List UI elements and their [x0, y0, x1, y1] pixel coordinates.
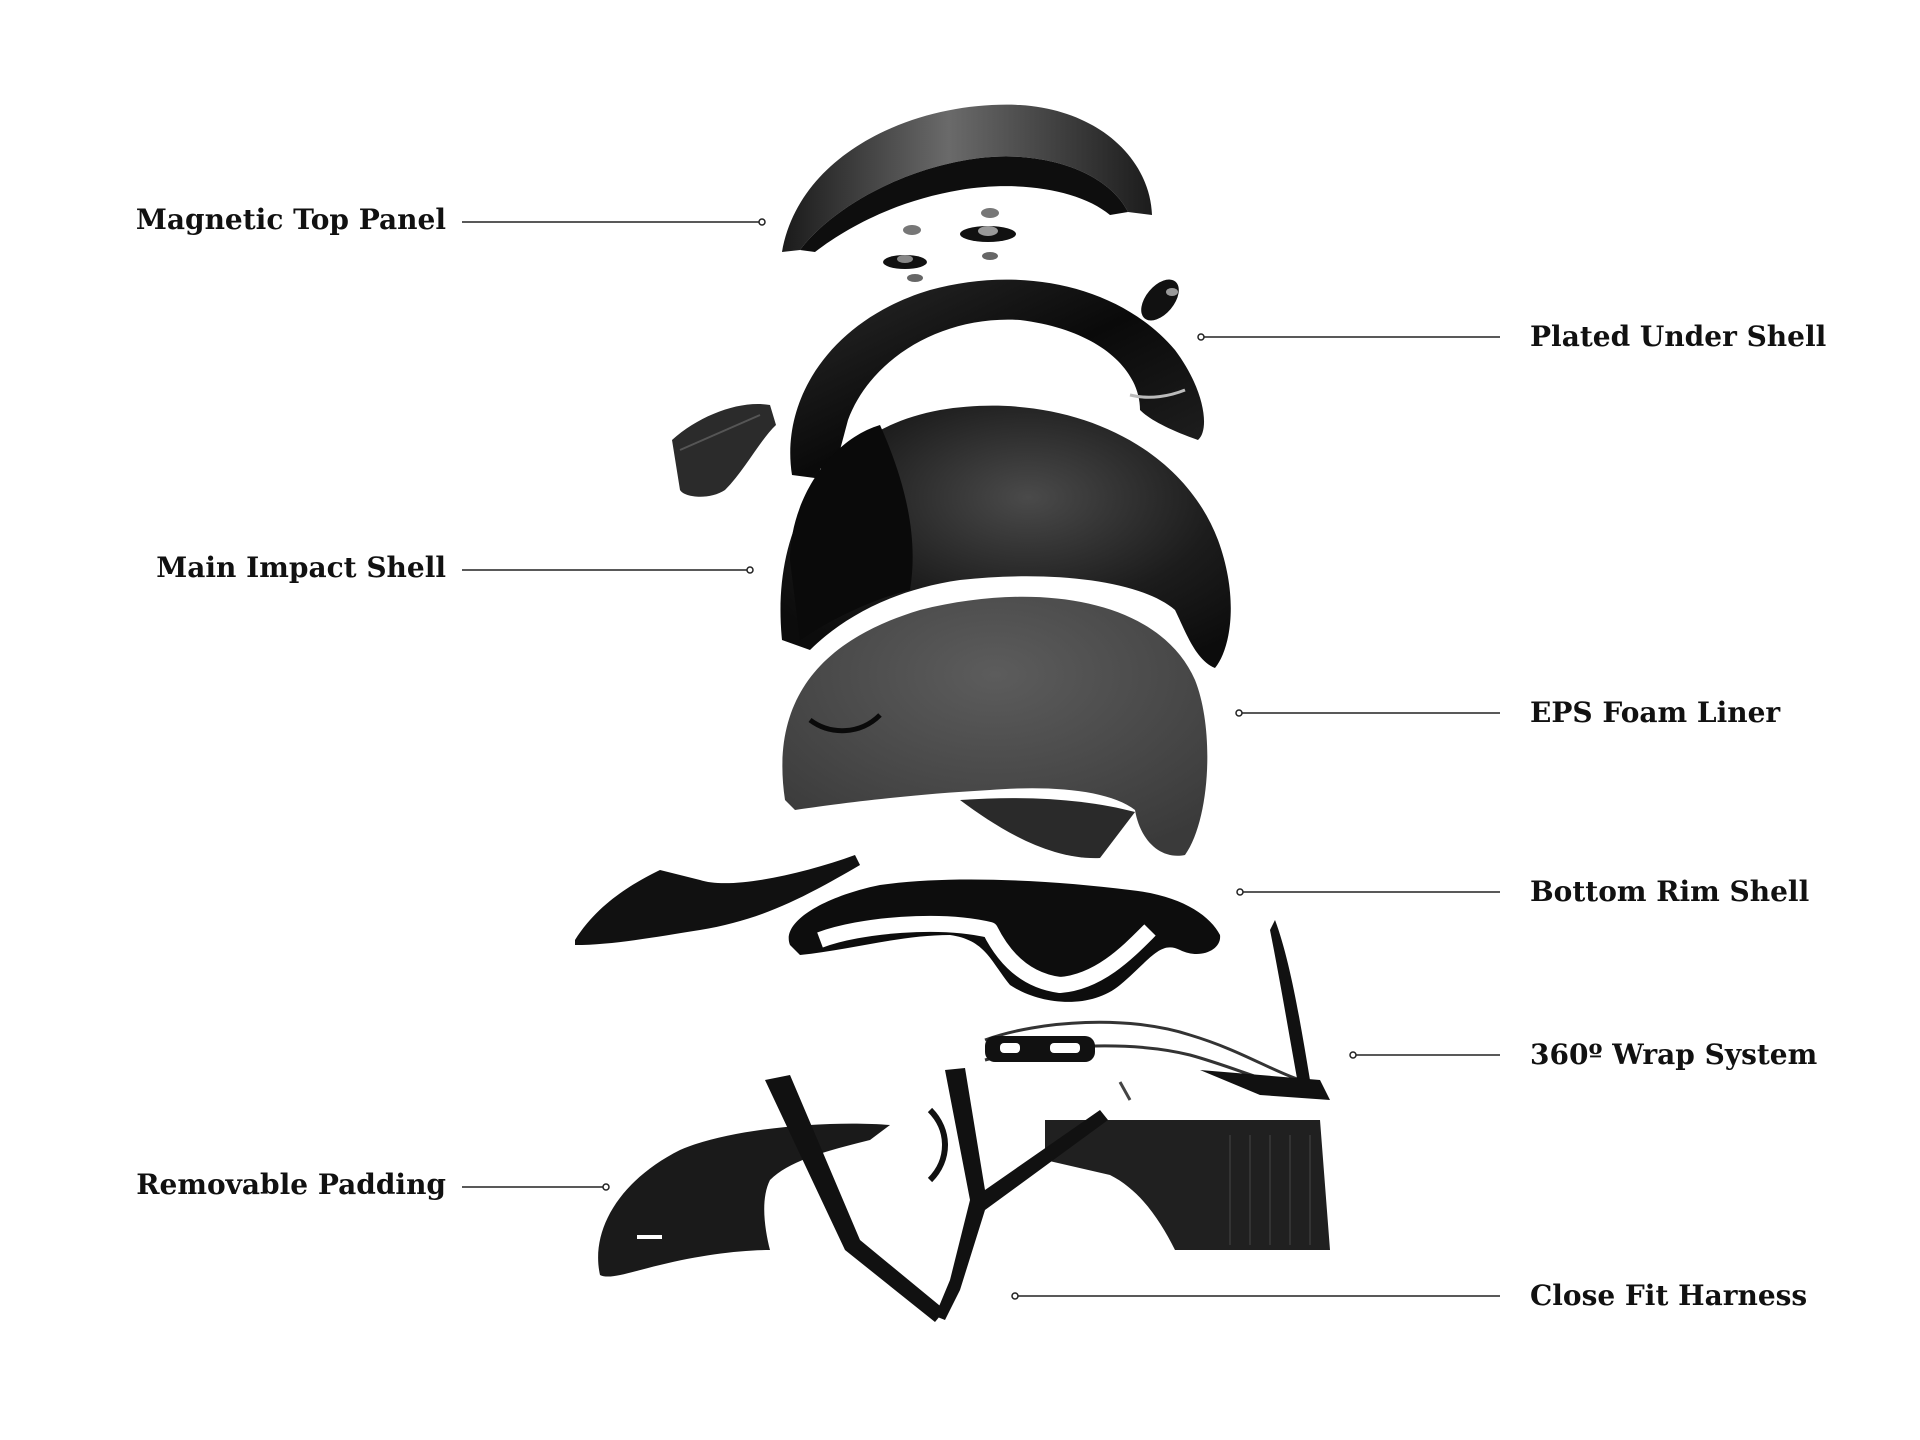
- leader-dot-bottom-rim-shell: [1236, 888, 1244, 896]
- label-bottom-rim-shell: Bottom Rim Shell: [1530, 875, 1810, 908]
- wrap-system-part: [984, 920, 1330, 1100]
- leader-dot-main-impact-shell: [746, 566, 754, 574]
- label-wrap-system: 360º Wrap System: [1530, 1038, 1818, 1071]
- leader-dot-eps-foam-liner: [1235, 709, 1243, 717]
- leader-dot-removable-padding: [602, 1183, 610, 1191]
- label-close-fit-harness: Close Fit Harness: [1530, 1279, 1808, 1312]
- leader-dot-plated-under-shell: [1197, 333, 1205, 341]
- side-badge-part: [672, 404, 776, 497]
- label-magnetic-top-panel: Magnetic Top Panel: [135, 203, 446, 236]
- leader-lines: [462, 218, 1500, 1300]
- close-fit-harness-part: [765, 1068, 1132, 1322]
- leader-dot-magnetic-top-panel: [758, 218, 766, 226]
- bottom-rim-shell-part: [575, 855, 1221, 1002]
- removable-padding-part: [598, 1120, 1330, 1277]
- label-main-impact-shell: Main Impact Shell: [156, 551, 446, 584]
- magnet-parts: [883, 208, 1179, 321]
- eps-foam-liner-part: [782, 596, 1208, 859]
- magnetic-top-panel-part: [782, 104, 1152, 252]
- leader-dot-wrap-system: [1349, 1051, 1357, 1059]
- main-impact-shell-part: [780, 405, 1231, 668]
- label-plated-under-shell: Plated Under Shell: [1530, 320, 1827, 353]
- label-eps-foam-liner: EPS Foam Liner: [1530, 696, 1781, 729]
- leader-dot-close-fit-harness: [1011, 1292, 1019, 1300]
- label-removable-padding: Removable Padding: [136, 1168, 446, 1201]
